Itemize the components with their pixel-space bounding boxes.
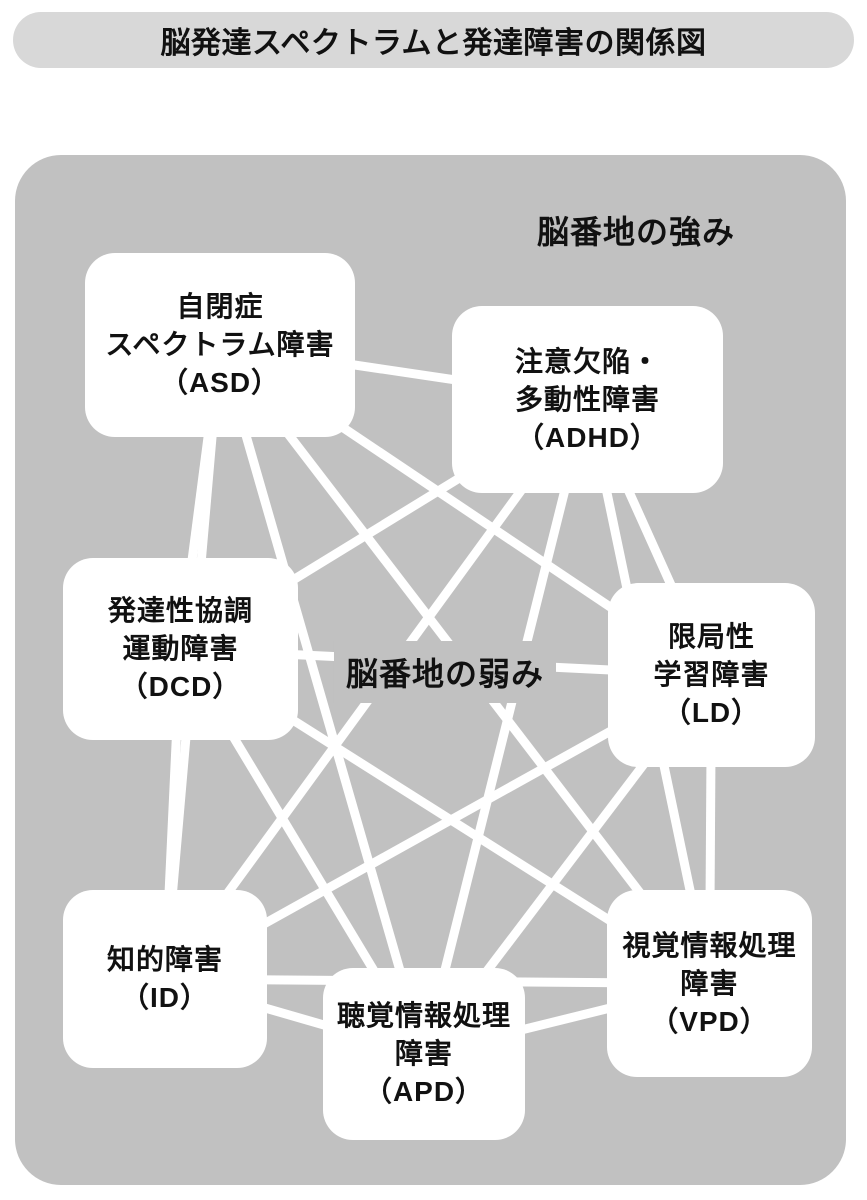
node-vpd-line1: 視覚情報処理 — [622, 929, 797, 961]
node-id-line2: （ID） — [120, 982, 209, 1013]
node-ld-line1: 限局性 — [667, 621, 755, 652]
node-apd-line1: 聴覚情報処理 — [336, 1000, 511, 1031]
node-adhd-line3: （ADHD） — [516, 421, 659, 453]
node-apd: 聴覚情報処理 障害 （APD） — [323, 968, 525, 1140]
node-apd-line3: （APD） — [363, 1076, 485, 1107]
node-dcd-line2: 運動障害 — [122, 633, 239, 664]
node-adhd: 注意欠陥・ 多動性障害 （ADHD） — [452, 306, 723, 493]
edge-adhd-apd — [419, 398, 592, 1056]
node-asd-line1: 自閉症 — [176, 291, 264, 322]
node-asd-line2: スペクトラム障害 — [105, 329, 335, 360]
node-vpd-line3: （VPD） — [650, 1005, 769, 1037]
node-adhd-line2: 多動性障害 — [514, 383, 660, 415]
label-brain-area-strength: 脳番地の強み — [536, 214, 736, 250]
diagram-title-bar: 脳発達スペクトラムと発達障害の関係図 — [13, 12, 854, 68]
node-id-line1: 知的障害 — [106, 944, 223, 975]
node-dcd-line3: （DCD） — [119, 671, 242, 702]
node-ld-line2: 学習障害 — [653, 659, 770, 690]
node-dcd: 発達性協調 運動障害 （DCD） — [63, 558, 298, 740]
node-adhd-line1: 注意欠陥・ — [514, 345, 660, 377]
node-ld-line3: （LD） — [662, 697, 761, 728]
diagram-title: 脳発達スペクトラムと発達障害の関係図 — [160, 27, 707, 60]
node-vpd: 視覚情報処理 障害 （VPD） — [607, 890, 812, 1077]
node-dcd-line1: 発達性協調 — [107, 595, 253, 626]
node-vpd-line2: 障害 — [680, 967, 739, 999]
edge-asd-apd — [215, 343, 429, 1056]
node-asd: 自閉症 スペクトラム障害 （ASD） — [85, 253, 355, 437]
node-asd-line3: （ASD） — [159, 367, 281, 398]
diagram-panel: 脳番地の強み 脳番地の弱み 自閉症 スペクトラム障害 （ASD） 注意欠陥・ 多… — [15, 155, 846, 1185]
label-brain-area-weakness: 脳番地の弱み — [333, 641, 557, 703]
node-id: 知的障害 （ID） — [63, 890, 267, 1068]
node-apd-line2: 障害 — [394, 1038, 453, 1069]
node-ld: 限局性 学習障害 （LD） — [608, 583, 815, 767]
